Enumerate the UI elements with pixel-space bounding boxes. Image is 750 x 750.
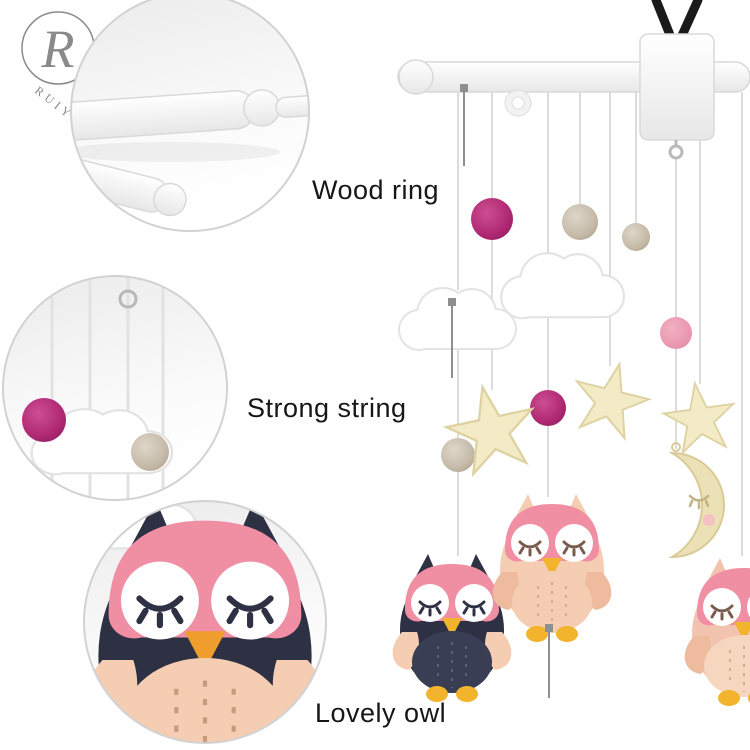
- wood-ring-on-arm: [504, 89, 532, 117]
- arm-end-ball: [398, 59, 434, 95]
- bracket-block: [639, 33, 715, 141]
- star-3: [660, 378, 739, 454]
- pom-beige-2: [622, 223, 650, 251]
- callout-lovely-owl: Lovely owl: [83, 500, 553, 744]
- callout-circle-wood-ring: [70, 0, 310, 232]
- connector-lovely-owl: [545, 624, 553, 698]
- screw-eye: [668, 144, 684, 160]
- star-2: [566, 355, 655, 441]
- owl-center: [491, 492, 613, 644]
- pom-beige-1: [562, 204, 598, 240]
- moon: [668, 442, 725, 559]
- pom-beige-3: [441, 438, 475, 472]
- callout-label-strong-string: Strong string: [247, 393, 407, 423]
- wood-ring-detail: [71, 0, 309, 231]
- hanging-string: [457, 92, 743, 556]
- pom-magenta-detail: [22, 398, 66, 442]
- lovely-owl-detail: [84, 501, 326, 743]
- callout-circle-lovely-owl: [83, 500, 327, 744]
- mobile-scene: [391, 0, 750, 708]
- callout-label-wood-ring: Wood ring: [312, 175, 439, 205]
- pom-magenta-2: [530, 390, 566, 426]
- moon-sleepy-eye: [688, 494, 710, 510]
- callout-circle-strong-string: [2, 275, 228, 501]
- owl-right: [683, 556, 750, 708]
- moon-blush: [703, 514, 715, 526]
- owl-dark: [391, 552, 513, 704]
- connector-wood-ring: [460, 84, 468, 166]
- connector-strong-string: [448, 298, 456, 378]
- callout-wood-ring: Wood ring: [70, 0, 468, 232]
- moon-hanging-loop: [671, 442, 681, 452]
- cloud-1: [398, 287, 517, 351]
- callout-label-lovely-owl: Lovely owl: [315, 698, 446, 728]
- brand-monogram: R: [41, 19, 75, 79]
- pom-beige-detail: [131, 433, 169, 471]
- pom-magenta-1: [471, 198, 513, 240]
- strong-string-detail: [3, 276, 227, 500]
- string-eye-ring: [118, 289, 138, 309]
- callout-strong-string: Strong string: [2, 275, 456, 501]
- pom-pink: [660, 317, 692, 349]
- cloud-2: [500, 252, 626, 320]
- mobile-bracket: [397, 0, 750, 160]
